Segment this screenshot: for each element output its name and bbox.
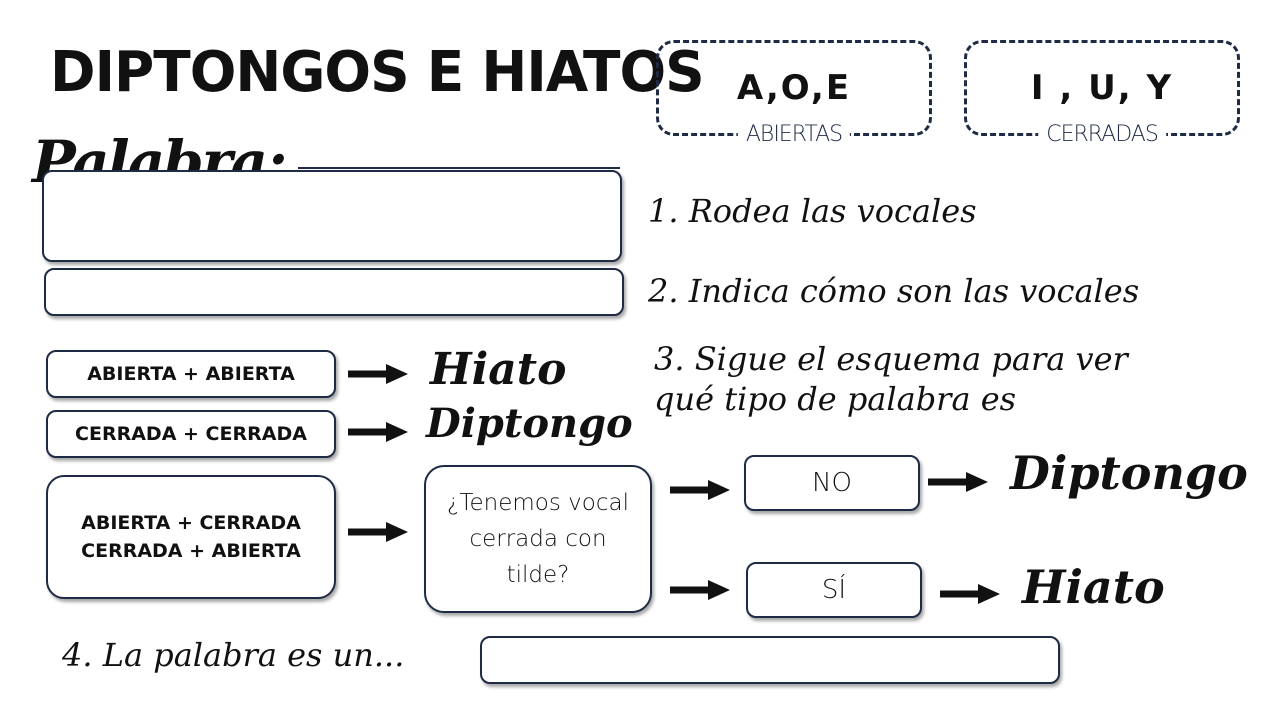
combo-closed-closed: CERRADA + CERRADA <box>46 410 336 458</box>
instruction-step-4: 4. La palabra es un... <box>62 636 405 674</box>
closed-vowels-letters: I , U, Y <box>1030 68 1174 108</box>
open-vowels-caption: ABIERTAS <box>737 122 851 147</box>
question-line-2: cerrada con <box>469 526 607 552</box>
answer-input-box[interactable] <box>480 636 1060 684</box>
result-hiato-yes: Hiato <box>1022 560 1165 614</box>
answer-no-box[interactable]: NO <box>744 455 920 511</box>
word-input-box[interactable] <box>42 170 622 262</box>
arrow-right-icon <box>928 472 988 492</box>
combo-mixed-line1: ABIERTA + CERRADA <box>81 511 301 534</box>
answer-yes-box[interactable]: SÍ <box>746 562 922 618</box>
question-box: ¿Tenemos vocal cerrada con tilde? <box>424 465 652 613</box>
combo-mixed-line2: CERRADA + ABIERTA <box>81 540 301 562</box>
arrow-right-icon <box>348 522 408 542</box>
result-diptongo-row2: Diptongo <box>426 400 633 447</box>
instruction-step-3-line2: qué tipo de palabra es <box>654 380 1017 418</box>
open-vowels-letters: A,O,E <box>736 68 852 108</box>
arrow-right-icon <box>670 580 730 600</box>
word-label-underline <box>298 167 620 169</box>
instruction-step-3-line1: 3. Sigue el esquema para ver <box>654 340 1128 378</box>
arrow-right-icon <box>348 364 408 384</box>
answer-no-label: NO <box>812 468 852 498</box>
instruction-step-2: 2. Indica cómo son las vocales <box>648 272 1140 310</box>
question-line-1: ¿Tenemos vocal <box>447 490 629 516</box>
closed-vowels-box: I , U, Y CERRADAS <box>964 40 1240 147</box>
vowel-type-input-box[interactable] <box>44 268 624 316</box>
closed-vowels-caption: CERRADAS <box>1038 122 1166 147</box>
result-hiato-row1: Hiato <box>430 344 567 395</box>
combo-mixed: ABIERTA + CERRADA CERRADA + ABIERTA <box>46 475 336 599</box>
combo-open-open-label: ABIERTA + ABIERTA <box>87 362 295 385</box>
combo-open-open: ABIERTA + ABIERTA <box>46 350 336 398</box>
question-line-3: tilde? <box>506 562 570 588</box>
arrow-right-icon <box>940 584 1000 604</box>
result-diptongo-no: Diptongo <box>1010 446 1248 500</box>
answer-yes-label: SÍ <box>821 575 847 605</box>
arrow-right-icon <box>348 422 408 442</box>
arrow-right-icon <box>670 480 730 500</box>
open-vowels-box: A,O,E ABIERTAS <box>656 40 932 147</box>
page-title: DIPTONGOS E HIATOS <box>50 40 705 105</box>
combo-closed-closed-label: CERRADA + CERRADA <box>75 422 307 445</box>
instruction-step-1: 1. Rodea las vocales <box>648 192 977 230</box>
